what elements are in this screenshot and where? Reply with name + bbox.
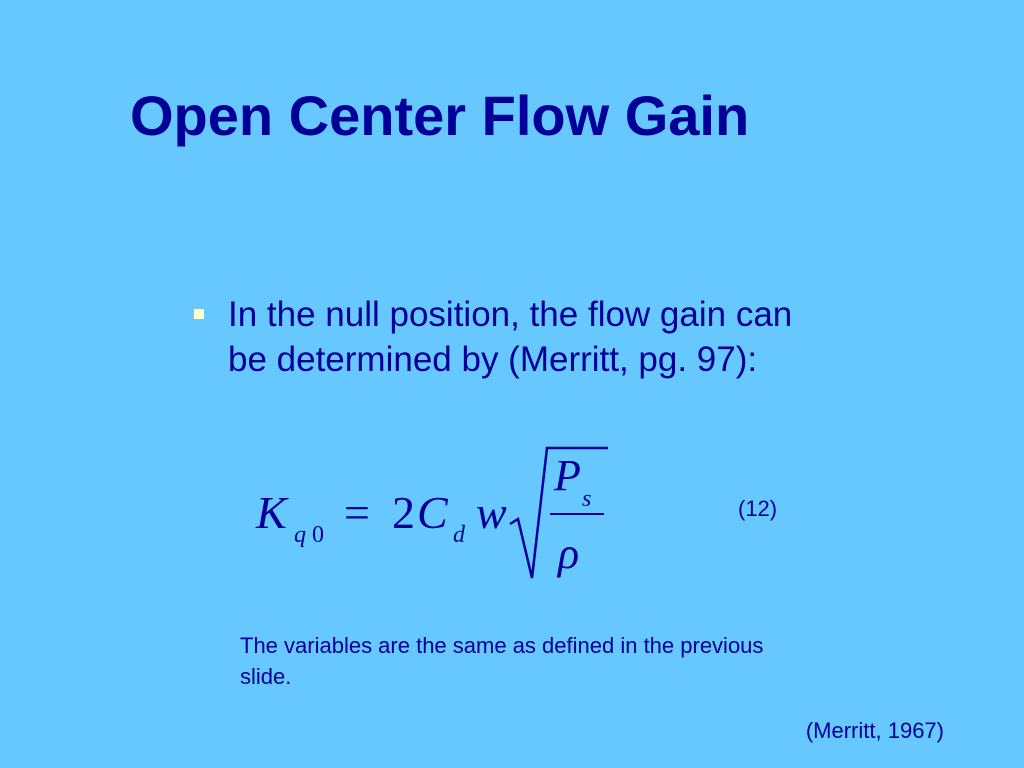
eq-symbol-p: P xyxy=(553,451,581,500)
eq-symbol-c: C xyxy=(417,487,449,538)
eq-equals-sign: = xyxy=(344,487,370,538)
variables-note: The variables are the same as defined in… xyxy=(240,633,764,689)
flow-gain-equation: K q 0 = 2 C d w P s ρ xyxy=(255,446,608,579)
square-bullet-icon xyxy=(194,309,204,319)
square-root-sign xyxy=(509,446,608,579)
eq-subscript-d: d xyxy=(453,522,466,548)
eq-subscript-zero: 0 xyxy=(312,522,324,548)
eq-symbol-k: K xyxy=(255,487,289,538)
eq-symbol-rho: ρ xyxy=(556,529,579,578)
citation: (Merritt, 1967) xyxy=(805,718,944,743)
eq-subscript-s: s xyxy=(582,486,591,512)
eq-subscript-q: q xyxy=(294,522,306,548)
eq-coefficient-two: 2 xyxy=(392,487,415,538)
eq-symbol-w: w xyxy=(476,487,507,538)
equation-number: (12) xyxy=(738,496,778,521)
bullet-item: In the null position, the flow gain can … xyxy=(190,292,810,382)
bullet-text: In the null position, the flow gain can … xyxy=(228,295,793,379)
slide-title: Open Center Flow Gain xyxy=(130,84,750,147)
